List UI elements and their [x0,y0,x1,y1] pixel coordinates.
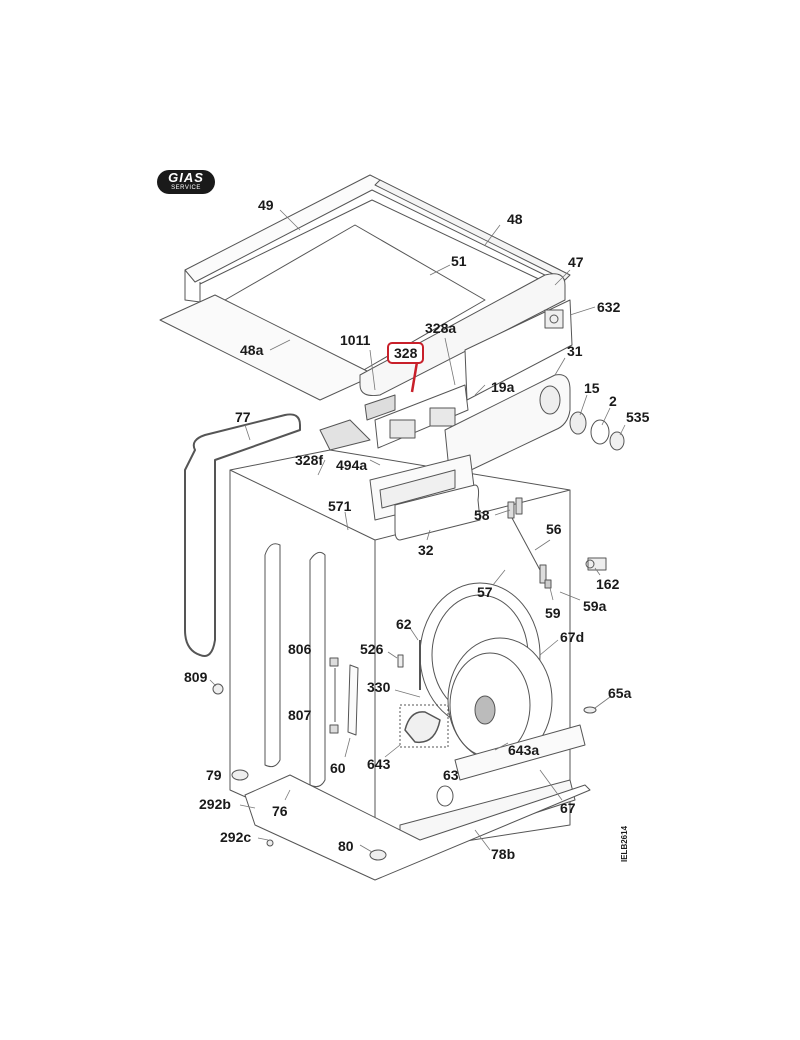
gias-service-logo: GIAS SERVICE [157,170,215,194]
part-label-19a[interactable]: 19a [491,379,515,395]
leader-lines [209,209,626,853]
part-label-526[interactable]: 526 [360,641,384,657]
part-label-1011[interactable]: 1011 [340,332,371,348]
part-label-57[interactable]: 57 [477,584,493,600]
part-label-632[interactable]: 632 [597,299,621,315]
base-plate-drawing [244,774,591,881]
screw-65a-drawing [583,706,597,714]
part-label-48a[interactable]: 48a [240,342,264,358]
part-label-47[interactable]: 47 [568,254,584,270]
highlight-leader-line [410,361,419,393]
pcb-board-drawing [464,299,573,401]
part-label-571[interactable]: 571 [328,498,352,514]
part-label-59a[interactable]: 59a [583,598,607,614]
part-label-643[interactable]: 643 [367,756,391,772]
door-gasket-frame-drawing [184,413,301,657]
part-label-292b[interactable]: 292b [199,796,231,812]
part-label-79[interactable]: 79 [206,767,222,783]
cap-drawing [212,683,224,695]
door-porthole-drawing [397,582,553,763]
part-label-77[interactable]: 77 [235,409,251,425]
part-label-58[interactable]: 58 [474,507,490,523]
detergent-drawer-drawing [369,454,481,541]
part-label-49[interactable]: 49 [258,197,274,213]
part-label-60[interactable]: 60 [330,760,346,776]
part-label-51[interactable]: 51 [451,253,467,269]
knob-assembly-drawing [569,411,625,451]
brand-subtitle: SERVICE [171,185,201,191]
part-label-80[interactable]: 80 [338,838,354,854]
part-label-67[interactable]: 67 [560,800,576,816]
part-label-806[interactable]: 806 [288,641,312,657]
part-label-328a[interactable]: 328a [425,320,457,336]
brand-name: GIAS [168,170,204,185]
part-label-15[interactable]: 15 [584,380,600,396]
door-handle-inset-drawing [399,704,449,748]
part-label-59[interactable]: 59 [545,605,561,621]
part-label-31[interactable]: 31 [567,343,583,359]
part-label-65a[interactable]: 65a [608,685,632,701]
part-label-494a[interactable]: 494a [336,457,368,473]
part-label-330[interactable]: 330 [367,679,391,695]
part-label-78b[interactable]: 78b [491,846,516,862]
part-label-643a[interactable]: 643a [508,742,540,758]
control-panel-drawing [359,273,566,396]
part-label-807[interactable]: 807 [288,707,312,723]
part-label-328-highlighted[interactable]: 328 [387,342,425,364]
door-lock-drawing [585,557,607,571]
part-label-67d[interactable]: 67d [560,629,585,645]
part-label-76[interactable]: 76 [272,803,288,819]
electronic-module-drawing [364,384,469,449]
part-label-32[interactable]: 32 [418,542,434,558]
interlock-bracket-drawing [329,657,359,736]
part-label-535[interactable]: 535 [626,409,650,425]
door-hinge-drawing [507,497,552,589]
adjustable-foot-drawing [369,849,387,861]
part-label-56[interactable]: 56 [546,521,562,537]
ribbon-cable-drawing [319,419,371,451]
part-label-328f[interactable]: 328f [295,452,324,468]
fascia-panel-drawing [444,374,571,481]
part-label-2[interactable]: 2 [609,393,617,409]
part-label-48[interactable]: 48 [507,211,523,227]
part-label-292c[interactable]: 292c [220,829,252,845]
part-label-809[interactable]: 809 [184,669,208,685]
screw-drawing [266,839,274,847]
part-label-62[interactable]: 62 [396,616,412,632]
rail-drawing [374,179,571,281]
part-label-162[interactable]: 162 [596,576,620,592]
document-code: IELB2614 [620,825,629,862]
foot-drawing [231,769,249,781]
part-label-63[interactable]: 63 [443,767,459,783]
